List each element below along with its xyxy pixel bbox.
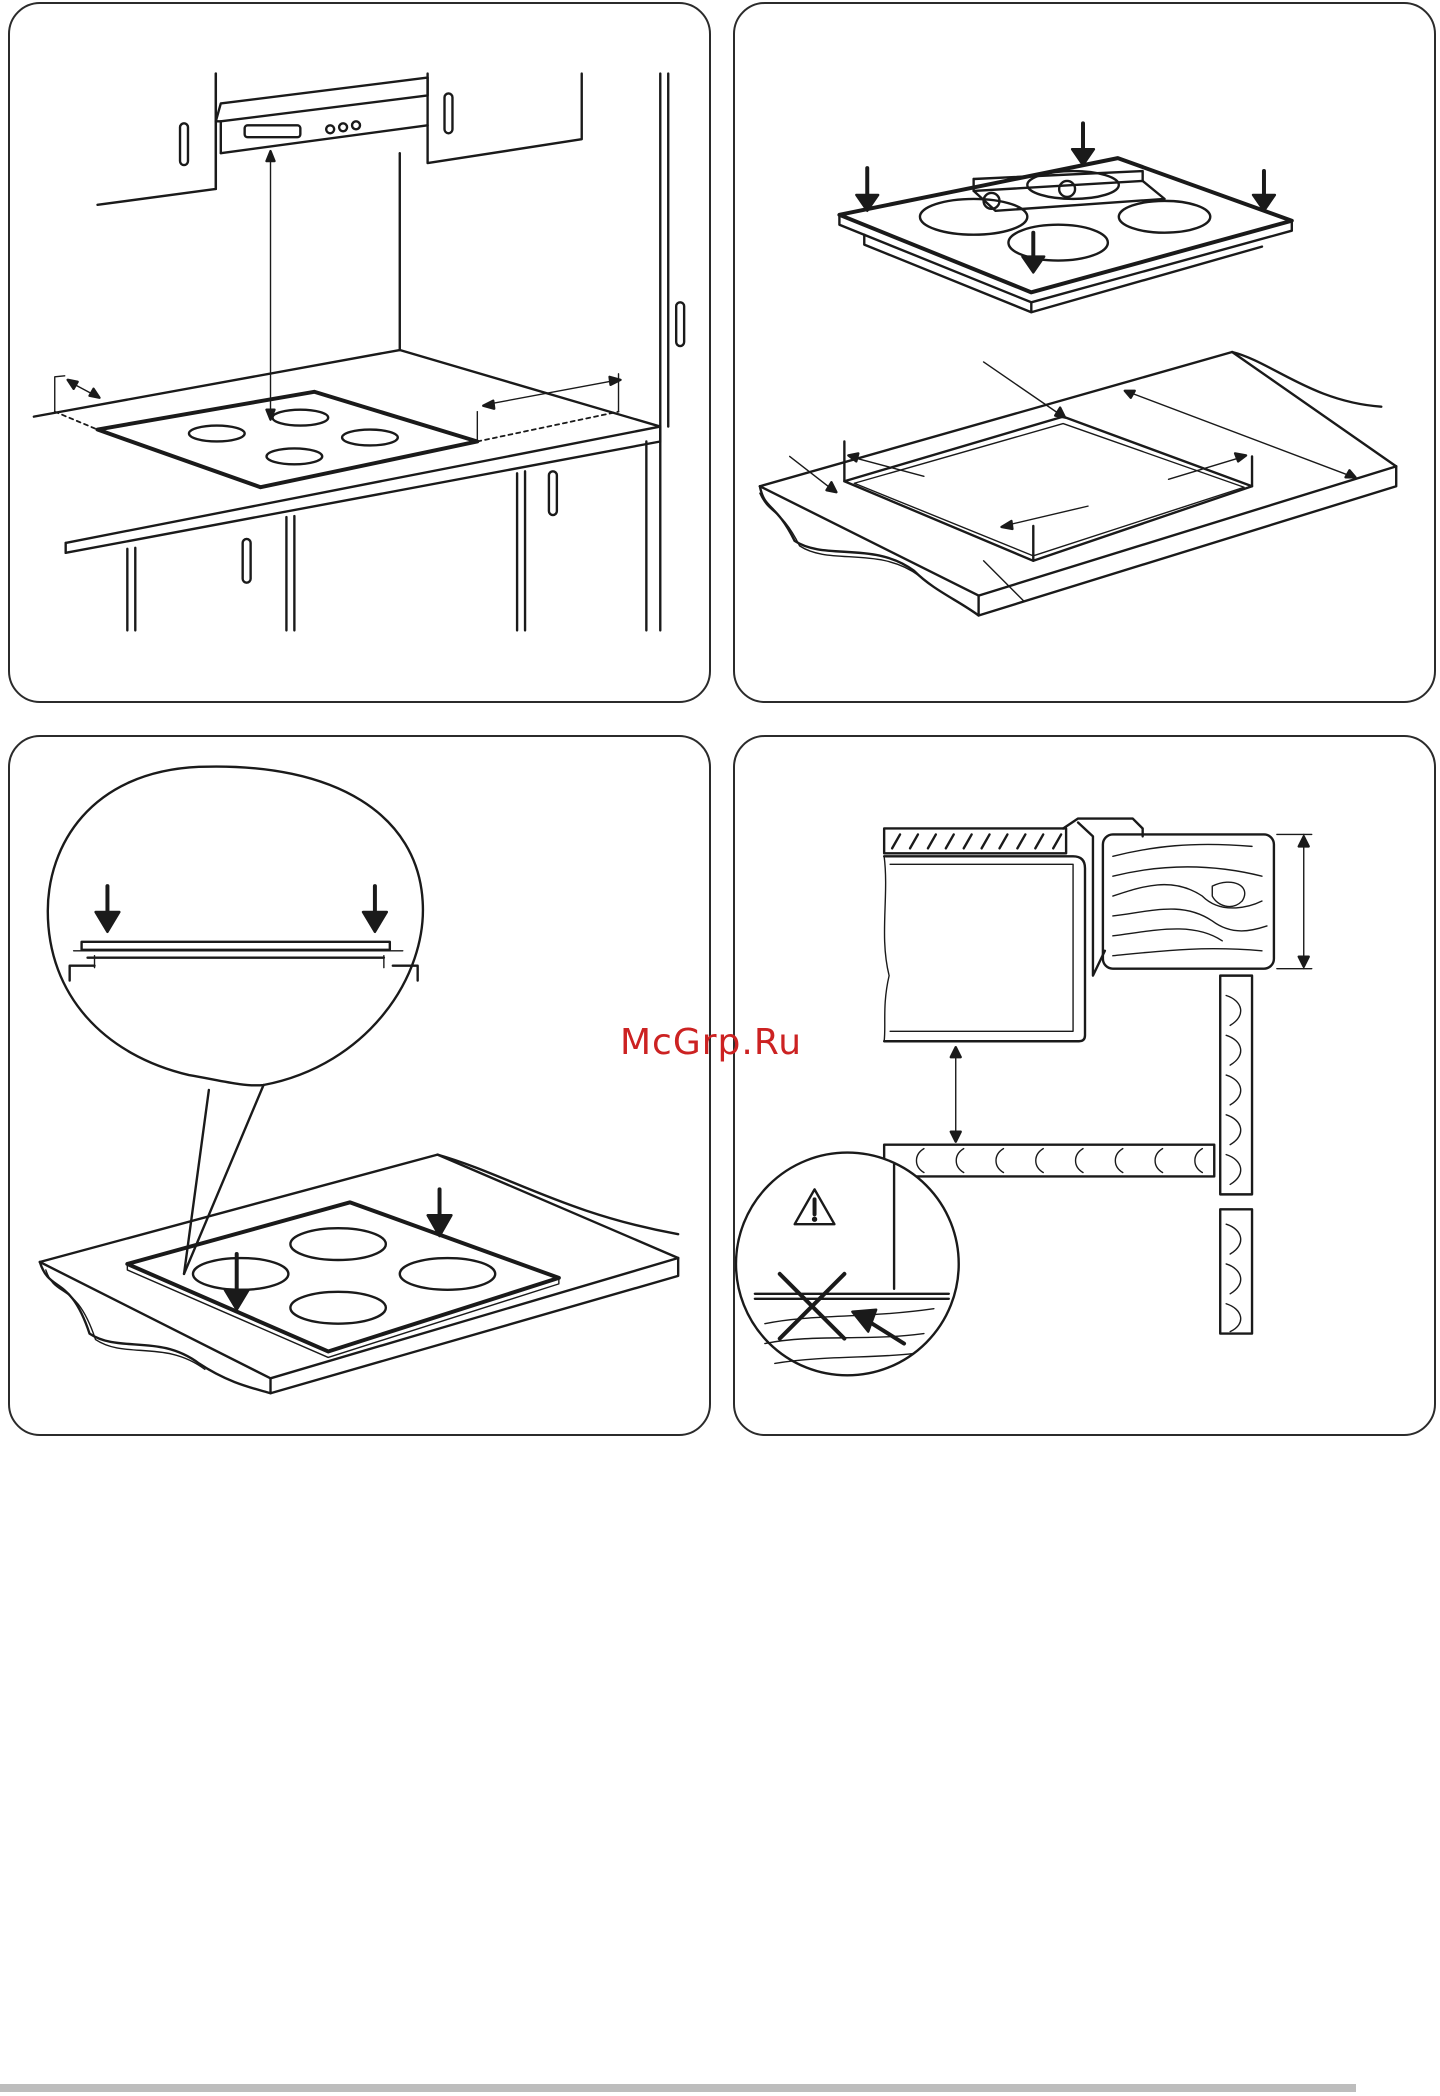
spirit-level-cutout-illustration [735, 4, 1434, 701]
footer-divider [0, 2084, 1356, 2092]
cross-section-warning-illustration [735, 737, 1434, 1434]
watermark-text: McGrp.Ru [620, 1022, 802, 1063]
magnified-seal-detail-illustration [10, 737, 709, 1434]
figure-hob-cross-section [733, 735, 1436, 1436]
kitchen-cabinet-clearance-illustration [10, 4, 709, 701]
figure-hob-insertion-detail [8, 735, 711, 1436]
figure-hob-levelling-cutout [733, 2, 1436, 703]
figure-hob-placement [8, 2, 711, 703]
